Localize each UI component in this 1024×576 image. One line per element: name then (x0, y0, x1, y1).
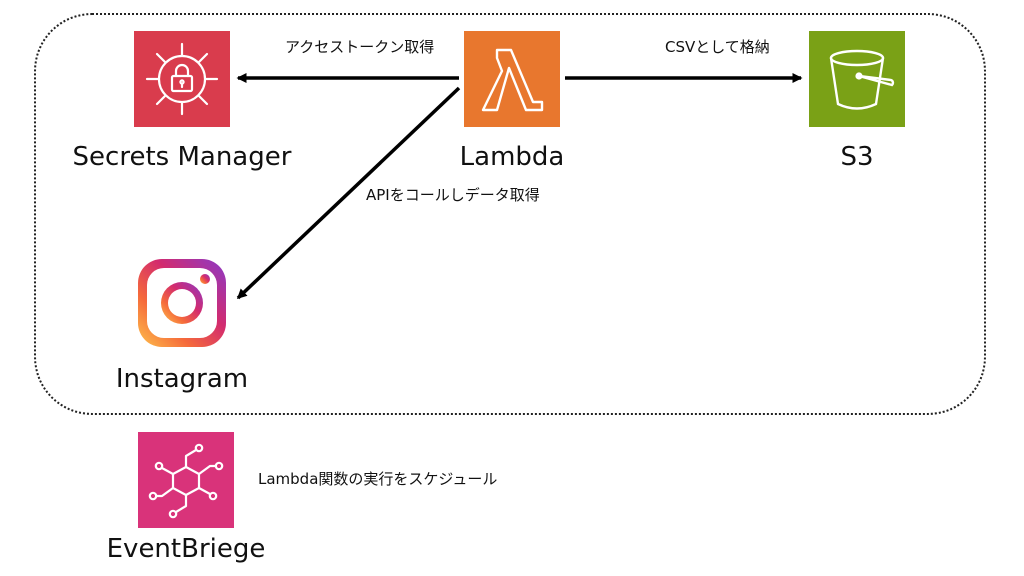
s3-icon (809, 31, 905, 127)
s3-label: S3 (840, 142, 874, 172)
lambda-label: Lambda (459, 142, 565, 172)
edge-label-secrets: アクセストークン取得 (285, 38, 435, 56)
edge-label-instagram: APIをコールしデータ取得 (366, 186, 540, 204)
secrets-manager-icon (134, 31, 230, 127)
edge-label-eventbridge: Lambda関数の実行をスケジュール (258, 470, 498, 488)
edge-label-s3: CSVとして格納 (665, 38, 770, 56)
instagram-logo-icon (134, 255, 230, 351)
arrow-lambda-to-instagram (236, 86, 461, 300)
secrets-manager-label: Secrets Manager (72, 142, 292, 172)
eventbridge-icon (138, 432, 234, 528)
eventbridge-label: EventBriege (106, 534, 266, 564)
system-boundary (34, 13, 986, 415)
instagram-label: Instagram (115, 364, 249, 394)
lambda-icon (464, 31, 560, 127)
